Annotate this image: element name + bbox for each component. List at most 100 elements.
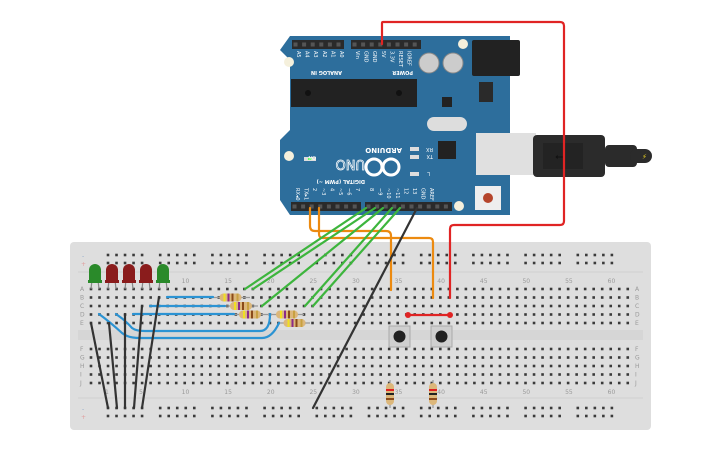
breadboard-hole[interactable] bbox=[626, 373, 630, 376]
breadboard-hole[interactable] bbox=[592, 373, 595, 376]
breadboard-hole[interactable] bbox=[387, 313, 391, 316]
rail-hole[interactable] bbox=[506, 253, 509, 257]
breadboard-hole[interactable] bbox=[558, 347, 561, 351]
breadboard-hole[interactable] bbox=[566, 287, 570, 291]
breadboard-hole[interactable] bbox=[600, 321, 604, 325]
rail-hole[interactable] bbox=[497, 406, 501, 410]
rail-hole[interactable] bbox=[532, 414, 536, 418]
breadboard-hole[interactable] bbox=[447, 381, 451, 385]
breadboard-hole[interactable] bbox=[430, 304, 434, 308]
breadboard-hole[interactable] bbox=[311, 364, 314, 368]
breadboard-hole[interactable] bbox=[447, 287, 451, 291]
breadboard-hole[interactable] bbox=[430, 381, 434, 385]
breadboard-hole[interactable] bbox=[541, 304, 544, 308]
rail-hole[interactable] bbox=[271, 406, 275, 410]
breadboard-hole[interactable] bbox=[626, 364, 630, 368]
breadboard-hole[interactable] bbox=[404, 347, 408, 351]
rail-hole[interactable] bbox=[175, 414, 179, 418]
breadboard-hole[interactable] bbox=[609, 347, 613, 351]
breadboard-hole[interactable] bbox=[370, 313, 374, 316]
resistor[interactable] bbox=[386, 380, 394, 408]
rail-hole[interactable] bbox=[245, 261, 248, 265]
breadboard-hole[interactable] bbox=[532, 304, 536, 308]
breadboard-hole[interactable] bbox=[524, 321, 527, 325]
breadboard-hole[interactable] bbox=[345, 381, 348, 385]
header-pin[interactable] bbox=[309, 204, 314, 209]
breadboard-hole[interactable] bbox=[140, 373, 144, 376]
breadboard-hole[interactable] bbox=[370, 296, 374, 299]
rail-hole[interactable] bbox=[245, 406, 248, 410]
breadboard-hole[interactable] bbox=[294, 287, 297, 291]
breadboard-hole[interactable] bbox=[558, 287, 561, 291]
breadboard-hole[interactable] bbox=[260, 364, 263, 368]
breadboard-hole[interactable] bbox=[524, 304, 527, 308]
breadboard-hole[interactable] bbox=[447, 347, 451, 351]
rail-hole[interactable] bbox=[593, 414, 597, 418]
breadboard-hole[interactable] bbox=[473, 321, 476, 325]
breadboard-hole[interactable] bbox=[132, 296, 135, 299]
breadboard-hole[interactable] bbox=[345, 356, 348, 359]
rail-hole[interactable] bbox=[332, 414, 336, 418]
led-green[interactable] bbox=[156, 264, 170, 290]
breadboard-hole[interactable] bbox=[592, 381, 595, 385]
breadboard-hole[interactable] bbox=[558, 313, 561, 316]
breadboard-hole[interactable] bbox=[336, 313, 340, 316]
breadboard-hole[interactable] bbox=[413, 347, 417, 351]
pushbutton[interactable] bbox=[388, 325, 411, 348]
rail-hole[interactable] bbox=[271, 414, 275, 418]
breadboard-hole[interactable] bbox=[319, 356, 323, 359]
rail-hole[interactable] bbox=[419, 406, 423, 410]
breadboard-hole[interactable] bbox=[234, 347, 238, 351]
breadboard-hole[interactable] bbox=[217, 287, 221, 291]
breadboard-hole[interactable] bbox=[251, 347, 255, 351]
wire-green-pin11[interactable] bbox=[303, 206, 394, 308]
breadboard-hole[interactable] bbox=[439, 364, 442, 368]
breadboard-hole[interactable] bbox=[132, 356, 135, 359]
breadboard-hole[interactable] bbox=[473, 356, 476, 359]
breadboard-hole[interactable] bbox=[532, 321, 536, 325]
rail-hole[interactable] bbox=[428, 261, 432, 265]
breadboard-hole[interactable] bbox=[191, 321, 195, 325]
breadboard-hole[interactable] bbox=[617, 364, 621, 368]
rail-hole[interactable] bbox=[549, 406, 553, 410]
breadboard-hole[interactable] bbox=[490, 321, 493, 325]
breadboard-hole[interactable] bbox=[345, 296, 348, 299]
breadboard-hole[interactable] bbox=[183, 321, 187, 325]
breadboard-hole[interactable] bbox=[481, 296, 485, 299]
breadboard-hole[interactable] bbox=[575, 296, 578, 299]
rail-hole[interactable] bbox=[192, 253, 196, 257]
breadboard-hole[interactable] bbox=[234, 381, 238, 385]
breadboard-hole[interactable] bbox=[243, 347, 246, 351]
breadboard-hole[interactable] bbox=[234, 321, 238, 325]
breadboard-hole[interactable] bbox=[549, 364, 553, 368]
breadboard-hole[interactable] bbox=[464, 373, 468, 376]
breadboard-hole[interactable] bbox=[328, 321, 331, 325]
rail-hole[interactable] bbox=[288, 406, 292, 410]
breadboard-hole[interactable] bbox=[191, 373, 195, 376]
header-pin[interactable] bbox=[412, 42, 417, 47]
rail-hole[interactable] bbox=[132, 253, 135, 257]
breadboard-hole[interactable] bbox=[268, 287, 272, 291]
rail-hole[interactable] bbox=[602, 253, 605, 257]
breadboard-hole[interactable] bbox=[183, 287, 187, 291]
rail-hole[interactable] bbox=[123, 253, 127, 257]
breadboard-hole[interactable] bbox=[421, 321, 425, 325]
breadboard-hole[interactable] bbox=[481, 321, 485, 325]
header-pin[interactable] bbox=[378, 42, 383, 47]
rail-hole[interactable] bbox=[541, 414, 544, 418]
rail-hole[interactable] bbox=[401, 406, 405, 410]
breadboard-hole[interactable] bbox=[566, 373, 570, 376]
breadboard-hole[interactable] bbox=[106, 356, 110, 359]
breadboard-hole[interactable] bbox=[404, 296, 408, 299]
breadboard-hole[interactable] bbox=[541, 296, 544, 299]
breadboard-hole[interactable] bbox=[626, 296, 630, 299]
breadboard-hole[interactable] bbox=[353, 364, 357, 368]
breadboard-hole[interactable] bbox=[243, 321, 246, 325]
breadboard-hole[interactable] bbox=[490, 381, 493, 385]
breadboard-hole[interactable] bbox=[626, 356, 630, 359]
breadboard-hole[interactable] bbox=[166, 381, 169, 385]
breadboard-hole[interactable] bbox=[498, 364, 502, 368]
wire-black-led[interactable] bbox=[132, 304, 144, 410]
breadboard-hole[interactable] bbox=[541, 356, 544, 359]
breadboard-hole[interactable] bbox=[115, 356, 118, 359]
